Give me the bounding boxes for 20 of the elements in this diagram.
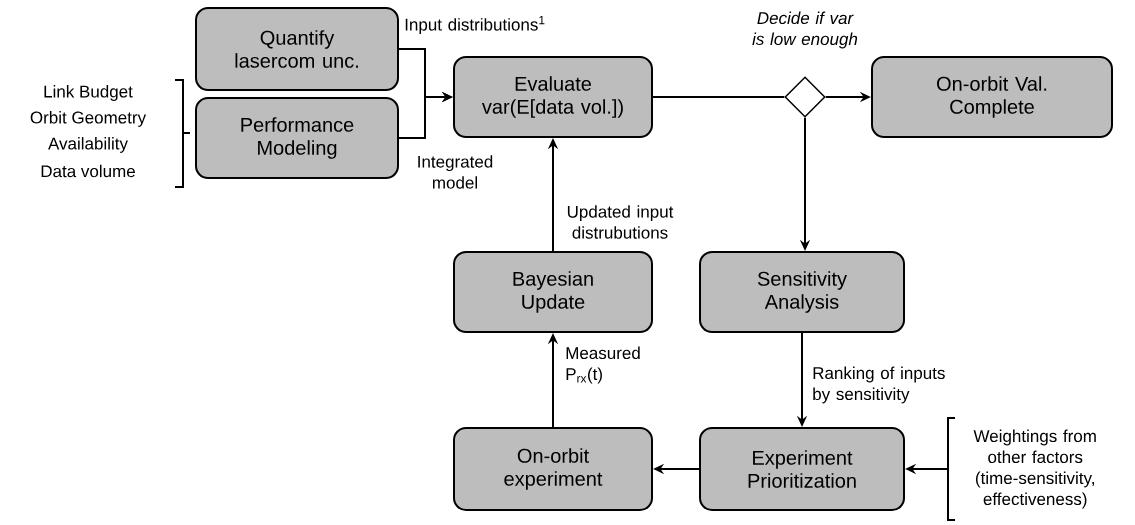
list-item: Orbit Geometry (30, 111, 147, 127)
edge-label: Integrated model (418, 155, 493, 189)
process-box: On-orbit experiment (453, 427, 653, 511)
process-box: On-orbit Val. Complete (871, 56, 1113, 138)
annotation: Decide if var is low enough (752, 11, 858, 49)
decision-diamond (784, 76, 826, 118)
process-box: Bayesian Update (453, 251, 653, 333)
edge-label: Ranking of inputs by sensitivity (813, 366, 945, 404)
process-box: Experiment Prioritization (699, 427, 905, 511)
list-item: Link Budget (44, 85, 133, 101)
edge-label: Input distributions$^{1}$ (405, 16, 545, 34)
process-box: Performance Modeling (195, 97, 399, 179)
process-box: Evaluate var(E[data vol.]) (453, 56, 653, 138)
edge-label: Measured P$_{rx}$(t) (566, 346, 640, 384)
process-box: Sensitivity Analysis (699, 251, 905, 333)
note-text: Weightings from other factors (time-sensitivity, effectiveness) (973, 429, 1096, 509)
edge-label: Updated input distrubutions (567, 205, 674, 239)
list-item: Availability (48, 137, 128, 153)
list-item: Data volume (41, 164, 135, 178)
process-box: Quantify lasercom unc. (195, 7, 399, 91)
